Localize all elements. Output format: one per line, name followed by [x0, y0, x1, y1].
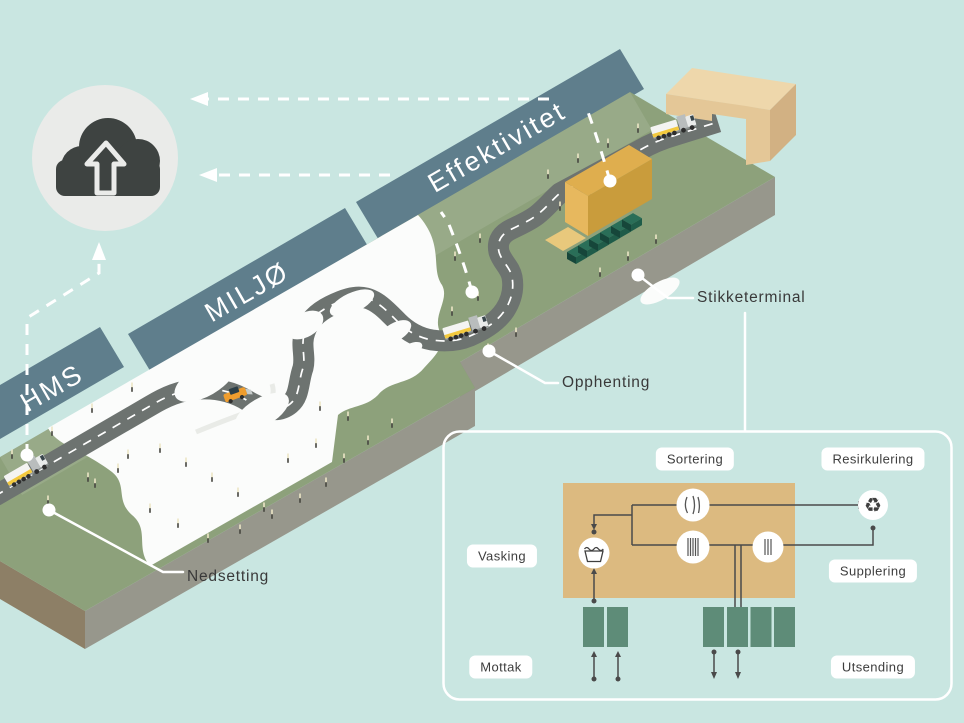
callout-opphenting: Opphenting — [562, 374, 651, 391]
cloud-upload-icon — [32, 85, 178, 231]
wash-station — [578, 537, 610, 569]
dispatch-containers — [703, 607, 795, 647]
pill-supplering: Supplering — [828, 559, 918, 583]
callout-connectors — [47, 273, 747, 574]
flow-lines — [593, 504, 874, 678]
gantry-arch — [666, 68, 796, 165]
callout-nedsetting: Nedsetting — [187, 568, 270, 585]
pill-mottak: Mottak — [469, 655, 533, 679]
stick-bundle-small-icon — [764, 539, 772, 555]
bent-sticks-icon — [684, 495, 701, 515]
snow-patches — [142, 277, 680, 449]
callout-stikketerminal: Stikketerminal — [697, 289, 806, 306]
pill-resirkulering: Resirkulering — [821, 447, 925, 471]
recycle-station — [858, 490, 888, 520]
pill-vasking: Vasking — [466, 544, 538, 568]
stick-bundle-icon — [687, 538, 699, 556]
panel-border — [442, 430, 953, 701]
callout-dots — [42, 268, 645, 517]
pill-sortering: Sortering — [655, 447, 735, 471]
recycle-icon: ♻ — [864, 495, 882, 517]
process-panel: ♻ — [442, 430, 953, 701]
uplink-arrowheads — [20, 92, 617, 462]
pill-utsending: Utsending — [830, 655, 916, 679]
wash-basin-icon — [583, 546, 604, 563]
sort-station-bent — [676, 488, 710, 522]
receiving-containers — [583, 607, 628, 647]
